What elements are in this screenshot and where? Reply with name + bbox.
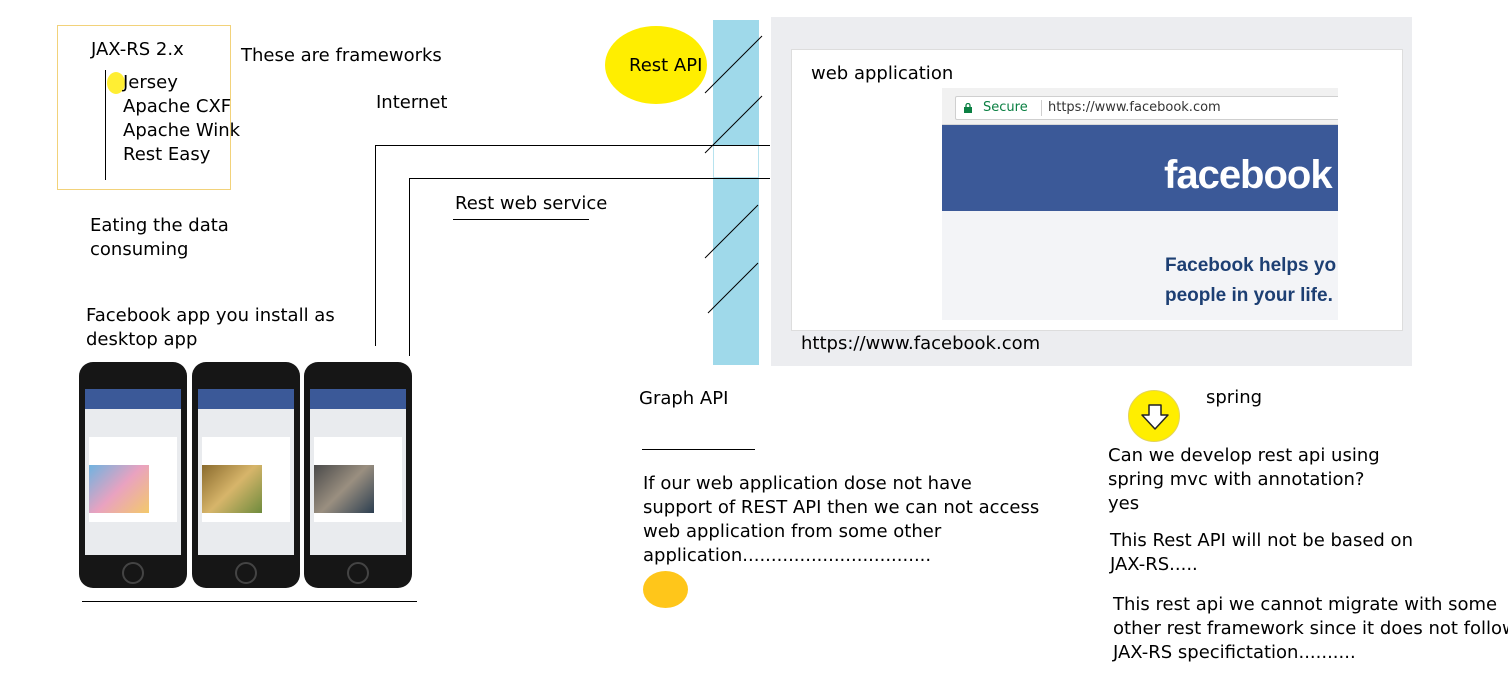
spring-question-line2: spring mvc with annotation? [1108, 469, 1365, 490]
no-migrate-note-line2: other rest framework since it does not f… [1113, 618, 1508, 639]
spring-label: spring [1206, 387, 1263, 408]
phones-underline [82, 601, 417, 602]
spring-question-line1: Can we develop rest api using [1108, 445, 1380, 466]
facebook-tagline-line1: Facebook helps yo [1165, 255, 1337, 276]
eating-label-line2: consuming [90, 239, 189, 260]
address-bar: Secure https://www.facebook.com [942, 88, 1338, 125]
rest-web-service-underline [453, 219, 589, 220]
frameworks-note: These are frameworks [241, 45, 442, 66]
fb-app-label-line2: desktop app [86, 329, 198, 350]
frameworks-heading: JAX-RS 2.x [91, 39, 184, 60]
framework-item-apache-cxf: Apache CXF [123, 96, 232, 117]
address-separator [1041, 100, 1042, 116]
api-layer-gap [713, 145, 759, 178]
highlight-dot [107, 72, 125, 94]
facebook-logo: facebook [1164, 153, 1333, 197]
phone-1-navbar [85, 389, 181, 409]
orange-dot [643, 571, 688, 608]
rest-support-note-line3: web application from some other [643, 521, 942, 542]
phone-2-photo [202, 465, 262, 513]
no-migrate-note-line3: JAX-RS specifictation.......... [1113, 642, 1356, 663]
address-field: Secure https://www.facebook.com [955, 96, 1338, 120]
framework-item-apache-wink: Apache Wink [123, 120, 241, 141]
connector-internet [375, 145, 770, 346]
frameworks-tree-line [105, 70, 106, 180]
web-app-caption: web application [811, 63, 954, 84]
internet-label: Internet [376, 92, 448, 113]
phone-1-photo [89, 465, 149, 513]
browser-screenshot: Secure https://www.facebook.com facebook… [942, 88, 1338, 320]
phone-3-home-button [347, 562, 369, 584]
graph-api-rule [642, 449, 755, 450]
phone-2-navbar [198, 389, 294, 409]
phone-2-screen [198, 389, 294, 555]
phone-3 [304, 362, 412, 588]
rest-api-ellipse [605, 26, 707, 104]
framework-item-jersey: Jersey [123, 72, 178, 93]
facebook-header: facebook [942, 125, 1338, 211]
rest-support-note-line4: application.............................… [643, 545, 932, 566]
phone-1-home-button [122, 562, 144, 584]
phone-2-home-button [235, 562, 257, 584]
spring-question-answer: yes [1108, 493, 1140, 514]
address-url: https://www.facebook.com [1048, 100, 1221, 115]
phone-3-screen [310, 389, 406, 555]
graph-api-label: Graph API [639, 388, 729, 409]
rest-api-label: Rest API [629, 55, 703, 76]
phone-1-screen [85, 389, 181, 555]
facebook-tagline: Facebook helps yo people in your life. [1165, 251, 1336, 311]
web-app-url-caption: https://www.facebook.com [801, 333, 1041, 354]
not-jaxrs-note-line2: JAX-RS..... [1110, 554, 1198, 575]
framework-item-rest-easy: Rest Easy [123, 144, 211, 165]
no-migrate-note-line1: This rest api we cannot migrate with som… [1113, 594, 1498, 615]
secure-label: Secure [983, 100, 1028, 115]
rest-support-note-line1: If our web application dose not have [643, 473, 972, 494]
rest-support-note-line2: support of REST API then we can not acce… [643, 497, 1040, 518]
rest-web-service-label: Rest web service [455, 193, 608, 214]
fb-app-label-line1: Facebook app you install as [86, 305, 335, 326]
phone-2 [192, 362, 300, 588]
phone-1 [79, 362, 187, 588]
down-arrow-icon [1141, 404, 1169, 430]
lock-icon [964, 103, 972, 113]
facebook-tagline-line2: people in your life. [1165, 285, 1333, 306]
eating-label-line1: Eating the data [90, 215, 229, 236]
phone-3-navbar [310, 389, 406, 409]
not-jaxrs-note-line1: This Rest API will not be based on [1110, 530, 1413, 551]
phone-3-photo [314, 465, 374, 513]
api-layer-strip [713, 20, 759, 365]
frameworks-box [57, 25, 231, 190]
